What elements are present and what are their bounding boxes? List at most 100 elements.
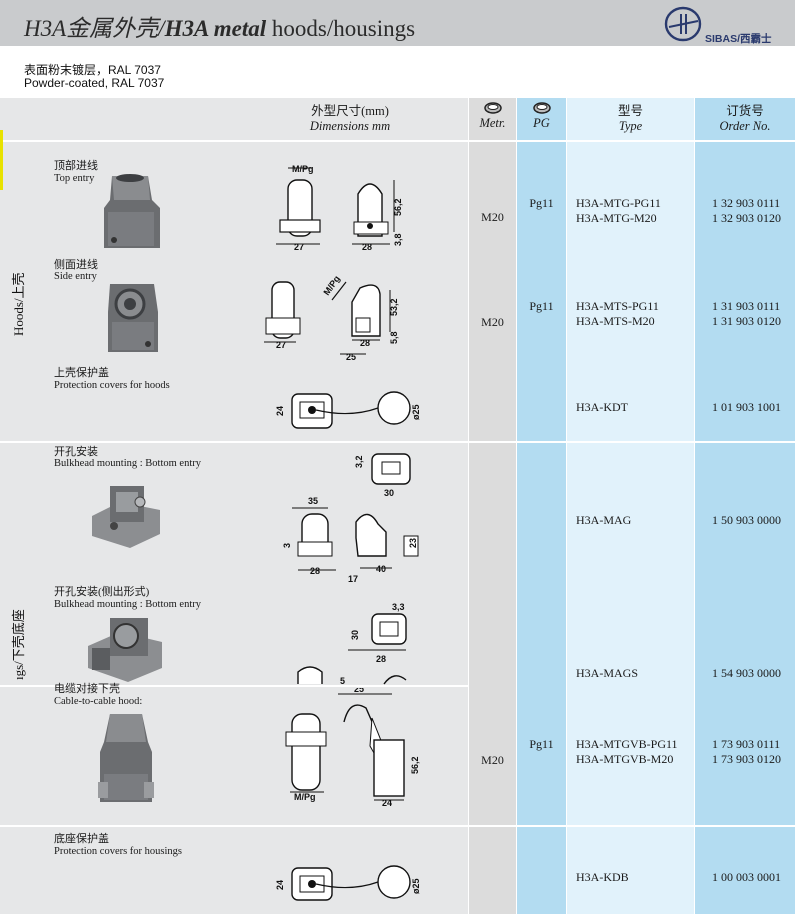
- svg-text:30: 30: [350, 630, 360, 640]
- metr-column: [469, 98, 516, 914]
- side-entry-hood-photo: [108, 284, 158, 352]
- svg-text:24: 24: [382, 798, 392, 808]
- finish-note-en: Powder-coated, RAL 7037: [24, 76, 165, 90]
- svg-text:ø25: ø25: [411, 404, 421, 420]
- sibas-logo-icon: [664, 6, 702, 42]
- bulkhead-housing-photo: [92, 486, 160, 548]
- svg-text:5: 5: [340, 676, 345, 686]
- svg-text:53,2: 53,2: [389, 298, 399, 316]
- item-label-cn: 侧面进线: [54, 259, 98, 271]
- pg-cell: Pg11: [529, 196, 554, 210]
- order-cell: 1 00 003 0001: [712, 870, 781, 884]
- section-separator: [0, 441, 795, 443]
- svg-text:5,8: 5,8: [389, 331, 399, 344]
- item-label-en: Protection covers for hoods: [54, 380, 170, 391]
- item-label-cn: 电缆对接下壳: [54, 683, 120, 695]
- item-label-cn: 开孔安装(侧出形式): [54, 586, 150, 598]
- item-label-en: Bulkhead mounting : Bottom entry: [54, 458, 201, 469]
- svg-text:35: 35: [308, 496, 318, 506]
- svg-text:23: 23: [408, 538, 418, 548]
- pg-cell: Pg11: [529, 737, 554, 751]
- order-cell: 1 01 903 1001: [712, 400, 781, 414]
- svg-text:28: 28: [376, 654, 386, 664]
- bulkhead-side-dimension-drawing: 3,3 30 28 5: [297, 602, 407, 686]
- metr-cell: M20: [481, 753, 504, 767]
- order-cell: 1 32 903 0120: [712, 211, 781, 225]
- svg-text:3,3: 3,3: [392, 602, 405, 612]
- item-label-en: Top entry: [54, 173, 95, 184]
- svg-text:27: 27: [294, 242, 304, 252]
- page-banner: H3A金属外壳/H3A metal hoods/housings: [0, 0, 795, 46]
- metr-header: Metr.: [469, 98, 516, 140]
- item-label-cn: 上壳保护盖: [54, 367, 109, 379]
- order-header: 订货号 Order No.: [719, 104, 771, 133]
- type-cell: H3A-MAGS: [576, 666, 639, 680]
- type-cell: H3A-MTGVB-PG11: [576, 737, 678, 751]
- type-cell: H3A-MAG: [576, 513, 632, 527]
- pg-header: PG: [517, 98, 566, 140]
- cable-to-cable-dimension-drawing: 25 56,2 M/Pg 24: [285, 688, 420, 808]
- type-cell: H3A-MTS-M20: [576, 314, 655, 328]
- order-cell: 1 50 903 0000: [712, 513, 781, 527]
- svg-text:ø25: ø25: [411, 878, 421, 894]
- order-cell: 1 32 903 0111: [712, 196, 781, 210]
- accent-bar: [0, 130, 3, 190]
- side-entry-dimension-drawing: 27 M/Pg 53,2 28 5,8 25: [264, 274, 399, 362]
- svg-text:27: 27: [276, 340, 286, 350]
- svg-text:3,2: 3,2: [354, 455, 364, 468]
- item-label-en: Side entry: [54, 271, 97, 282]
- svg-text:3,8: 3,8: [393, 233, 403, 246]
- svg-text:24: 24: [275, 880, 285, 890]
- finish-note-cn: 表面粉末镀层，RAL 7037: [24, 63, 161, 77]
- header-separator: [0, 140, 795, 142]
- order-cell: 1 31 903 0120: [712, 314, 781, 328]
- dimensions-header: 外型尺寸(mm) Dimensions mm: [309, 104, 391, 133]
- svg-text:56,2: 56,2: [393, 198, 403, 216]
- order-cell: 1 73 903 0111: [712, 737, 781, 751]
- order-cell: 1 31 903 0111: [712, 299, 781, 313]
- pg-gland-icon: [532, 102, 551, 114]
- brand-name: SIBAS/西霸士: [705, 33, 772, 45]
- type-header: 型号 Type: [617, 104, 643, 133]
- page-title: H3A金属外壳/H3A metal hoods/housings: [24, 16, 416, 41]
- pg-cell: Pg11: [529, 299, 554, 313]
- item-label-cn: 底座保护盖: [54, 833, 109, 845]
- hood-cover-dimension-drawing: 24 ø25: [275, 391, 421, 429]
- svg-text:3: 3: [282, 543, 292, 548]
- metr-cell: M20: [481, 210, 504, 224]
- svg-text:25: 25: [354, 688, 364, 694]
- svg-text:28: 28: [310, 566, 320, 576]
- item-label-cn: 开孔安装: [54, 446, 98, 458]
- order-cell: 1 73 903 0120: [712, 752, 781, 766]
- photo-clip-line: [0, 685, 468, 687]
- item-label-en: Protection covers for housings: [54, 846, 183, 857]
- item-label-cn: 顶部进线: [54, 160, 98, 172]
- top-entry-hood-photo: [104, 174, 160, 248]
- svg-text:25: 25: [346, 352, 356, 362]
- top-entry-dimension-drawing: M/Pg 27 56,2 28 3,8: [276, 164, 403, 252]
- svg-text:30: 30: [384, 488, 394, 498]
- housing-cover-dimension-drawing: 24 ø25: [275, 865, 421, 901]
- svg-text:56,2: 56,2: [410, 756, 420, 774]
- svg-text:28: 28: [360, 338, 370, 348]
- metr-cell: M20: [481, 315, 504, 329]
- item-label-en: Cable-to-cable hood:: [54, 696, 143, 707]
- svg-text:28: 28: [362, 242, 372, 252]
- bulkhead-side-housing-photo: [88, 618, 162, 682]
- svg-text:M/Pg: M/Pg: [294, 792, 316, 802]
- section-label-hoods: Hoods/上壳: [11, 272, 26, 336]
- metric-gland-icon: [483, 102, 502, 114]
- type-cell: H3A-MTG-M20: [576, 211, 657, 225]
- type-cell: H3A-KDB: [576, 870, 629, 884]
- pg-column: [517, 98, 566, 914]
- type-cell: H3A-MTG-PG11: [576, 196, 661, 210]
- type-cell: H3A-MTS-PG11: [576, 299, 659, 313]
- type-cell: H3A-KDT: [576, 400, 628, 414]
- cable-to-cable-hood-photo: [98, 714, 154, 802]
- bulkhead-dimension-drawing: 3,2 30 35 3 23 28 40 17: [282, 453, 419, 584]
- svg-text:24: 24: [275, 406, 285, 416]
- order-cell: 1 54 903 0000: [712, 666, 781, 680]
- order-column: [695, 98, 795, 914]
- item-label-en: Bulkhead mounting : Bottom entry: [54, 599, 201, 610]
- svg-text:M/Pg: M/Pg: [292, 164, 314, 174]
